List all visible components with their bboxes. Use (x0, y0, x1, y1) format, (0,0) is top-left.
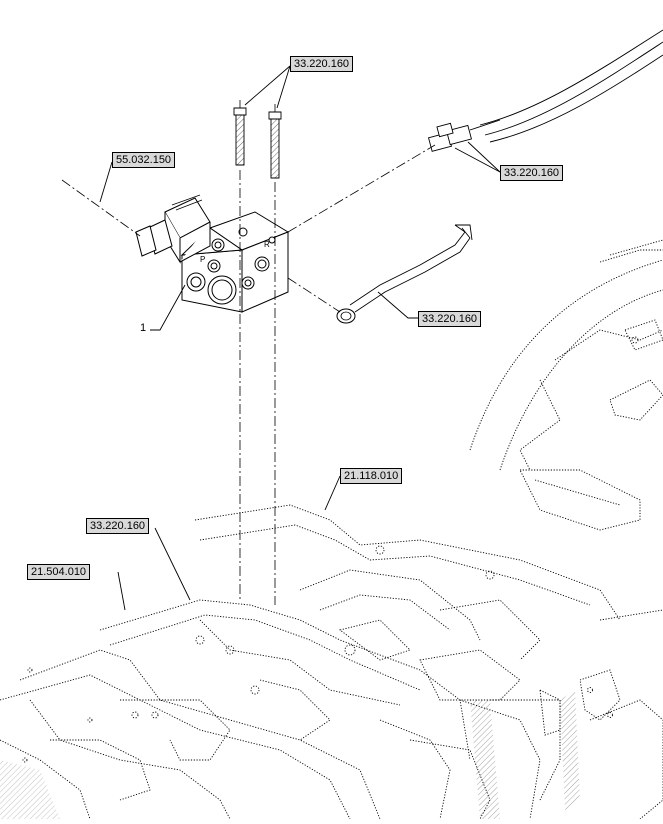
wiring-harness (469, 29, 663, 143)
mounting-bolts (233, 107, 282, 179)
harness-connectors (427, 122, 472, 152)
pipe-fitting (336, 308, 356, 324)
item-number-label: 1 (140, 322, 147, 334)
center-lines (61, 100, 436, 605)
port-labels: P R (200, 240, 270, 264)
hydraulic-pipe (349, 224, 473, 313)
leader-lines (99, 65, 501, 611)
callout-pipe: 33.220.160 (418, 311, 482, 327)
port-label-p: P (200, 255, 205, 264)
frame-shading (0, 690, 580, 819)
callout-connectors: 33.220.160 (500, 165, 564, 181)
solenoid-coil (135, 194, 211, 264)
valve-block (180, 211, 290, 313)
callout-frame: 21.118.010 (340, 468, 403, 484)
callout-mounting: 33.220.160 (86, 518, 150, 534)
callout-solenoid: 55.032.150 (112, 152, 176, 168)
callout-bolts: 33.220.160 (290, 56, 354, 72)
callout-plate: 21.504.010 (27, 564, 91, 580)
port-label-r: R (264, 240, 270, 249)
